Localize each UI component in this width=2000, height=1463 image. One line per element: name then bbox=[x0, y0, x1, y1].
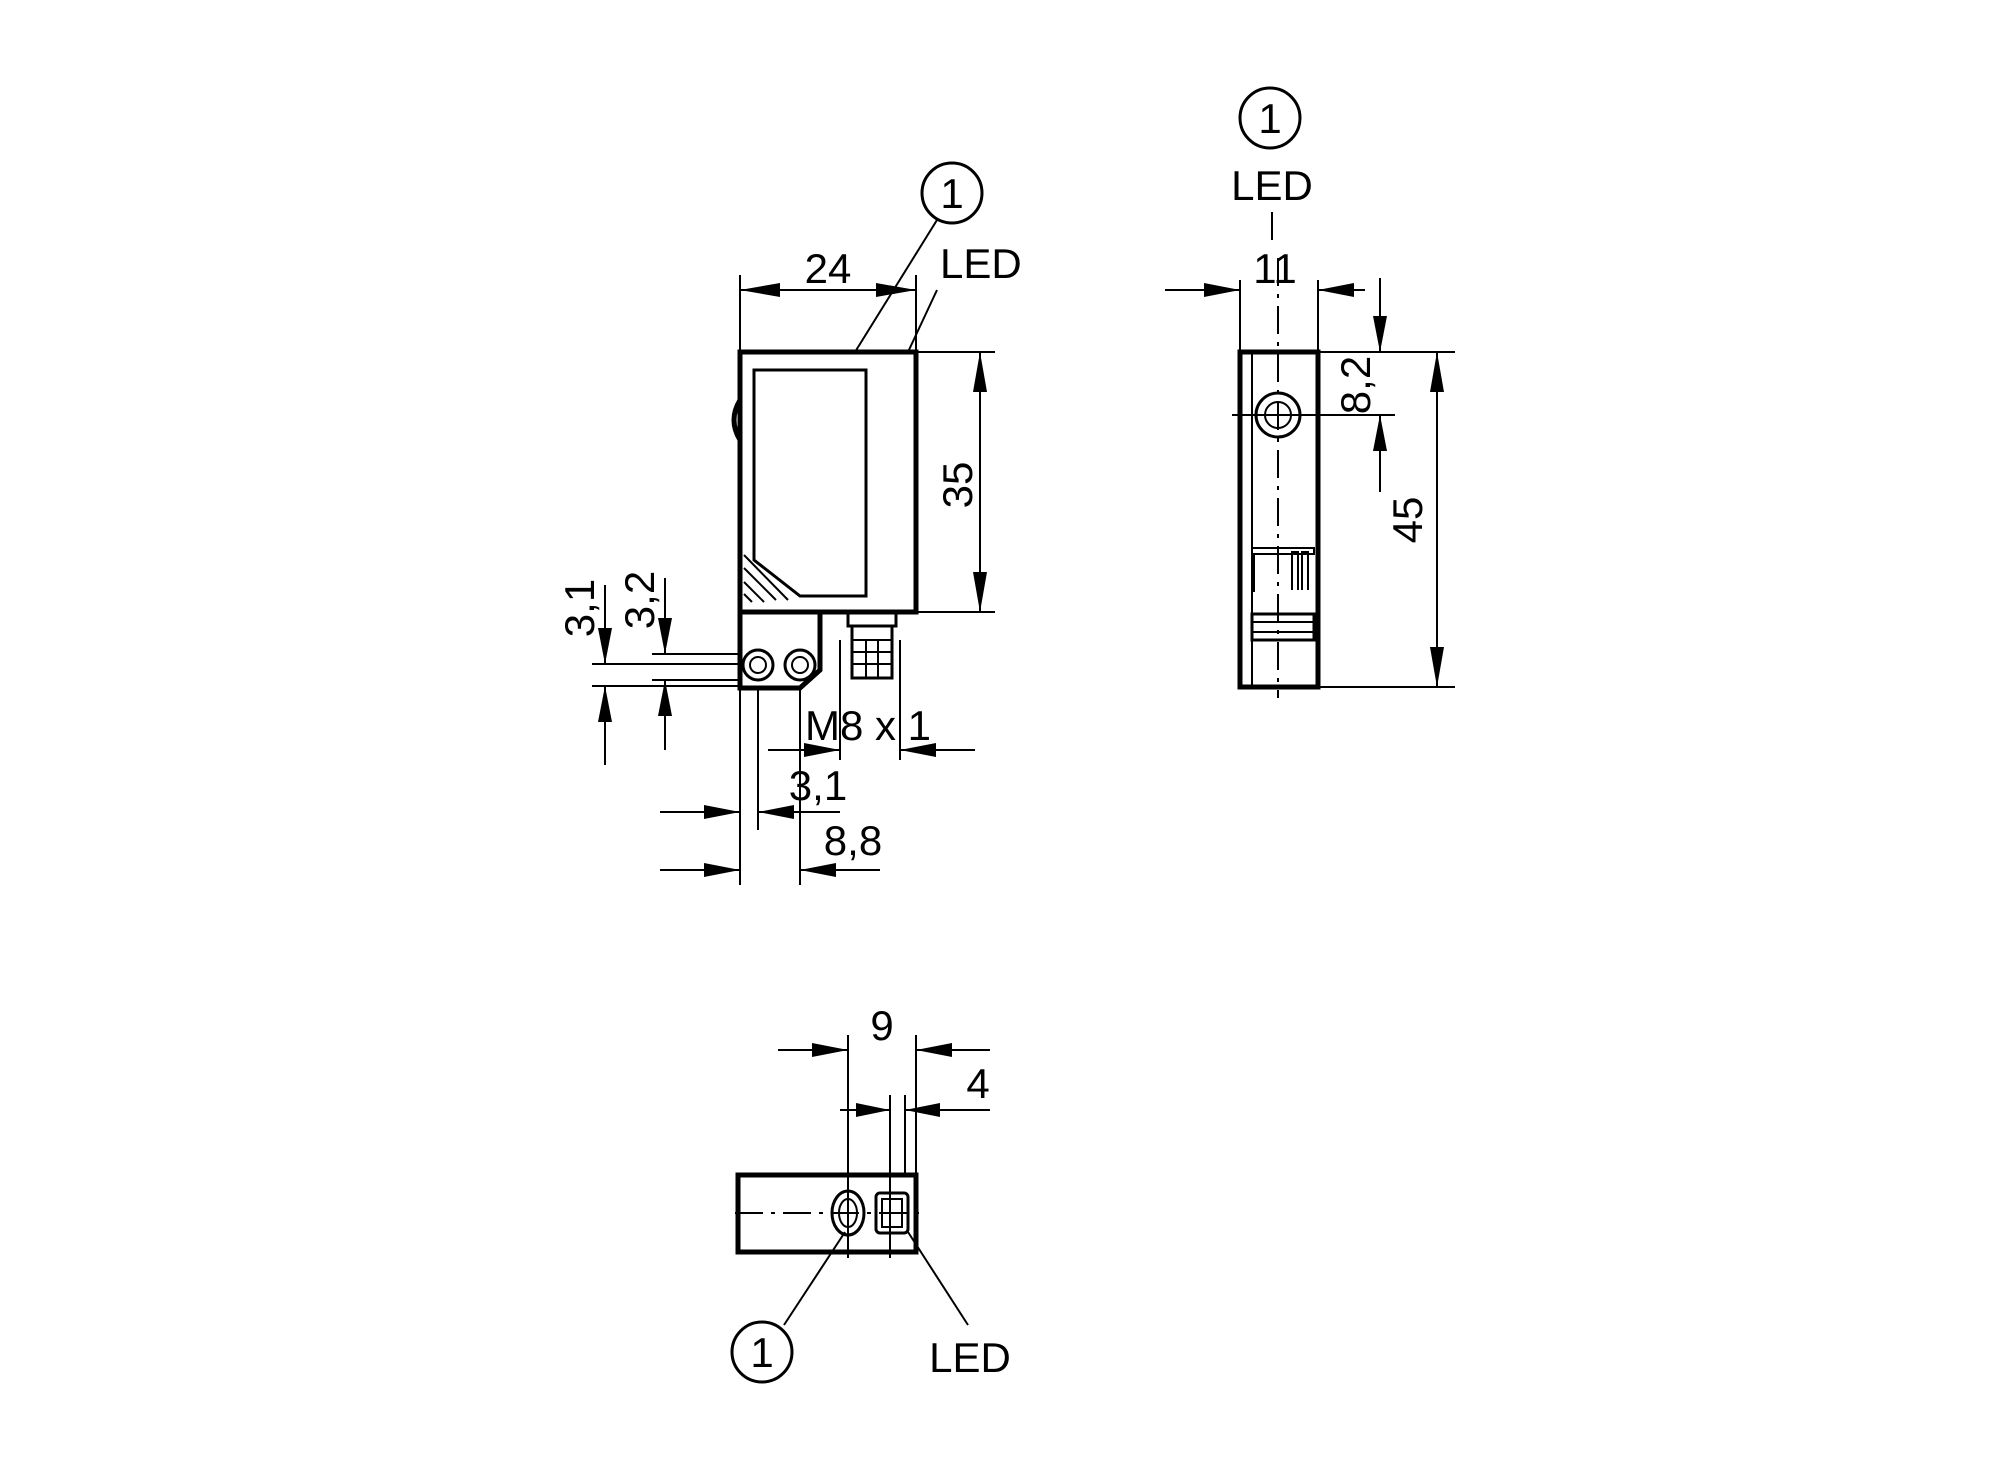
dim-lens-center: 8,2 bbox=[1332, 356, 1379, 414]
front-housing bbox=[1237, 349, 1321, 690]
front-details bbox=[1250, 547, 1316, 642]
side-callout-marker bbox=[920, 161, 984, 225]
dim-offset-b: 3,2 bbox=[616, 571, 663, 629]
dim-led-offset: 4 bbox=[966, 1060, 989, 1107]
side-hatch bbox=[743, 554, 789, 603]
dim-side-height: 35 bbox=[934, 462, 981, 509]
top-callout-marker bbox=[730, 1320, 794, 1384]
dim-offset-a: 3,1 bbox=[556, 579, 603, 637]
front-callout-marker bbox=[1238, 86, 1302, 150]
side-lens-window bbox=[752, 368, 868, 598]
side-callout-label: 1 bbox=[940, 170, 963, 217]
front-view: 1 LED 11 8,2 45 bbox=[1165, 86, 1455, 698]
mount-hole-1 bbox=[741, 648, 775, 682]
dim-front-width: 11 bbox=[1253, 245, 1297, 292]
top-view: 9 4 1 LED bbox=[730, 1002, 1011, 1384]
front-led-label: LED bbox=[1231, 162, 1313, 209]
dim-side-width: 24 bbox=[805, 245, 852, 292]
top-led-label: LED bbox=[929, 1334, 1011, 1381]
top-callout-label: 1 bbox=[750, 1329, 773, 1376]
dim-hole-spacing: 3,1 bbox=[789, 762, 847, 809]
m8-connector bbox=[846, 610, 898, 680]
dim-hole-offset: 8,8 bbox=[824, 817, 882, 864]
mount-hole-2 bbox=[783, 648, 817, 682]
dim-lens-offset: 9 bbox=[870, 1002, 893, 1049]
side-view: 24 1 LED 35 3,1 3,2 M8 bbox=[556, 161, 1022, 885]
side-housing bbox=[737, 349, 919, 615]
top-led bbox=[874, 1191, 910, 1235]
dim-thread: M8 x 1 bbox=[805, 702, 931, 749]
side-bulge bbox=[731, 398, 743, 442]
dim-front-height: 45 bbox=[1384, 497, 1431, 544]
front-callout-label: 1 bbox=[1258, 95, 1281, 142]
side-led-label: LED bbox=[940, 240, 1022, 287]
